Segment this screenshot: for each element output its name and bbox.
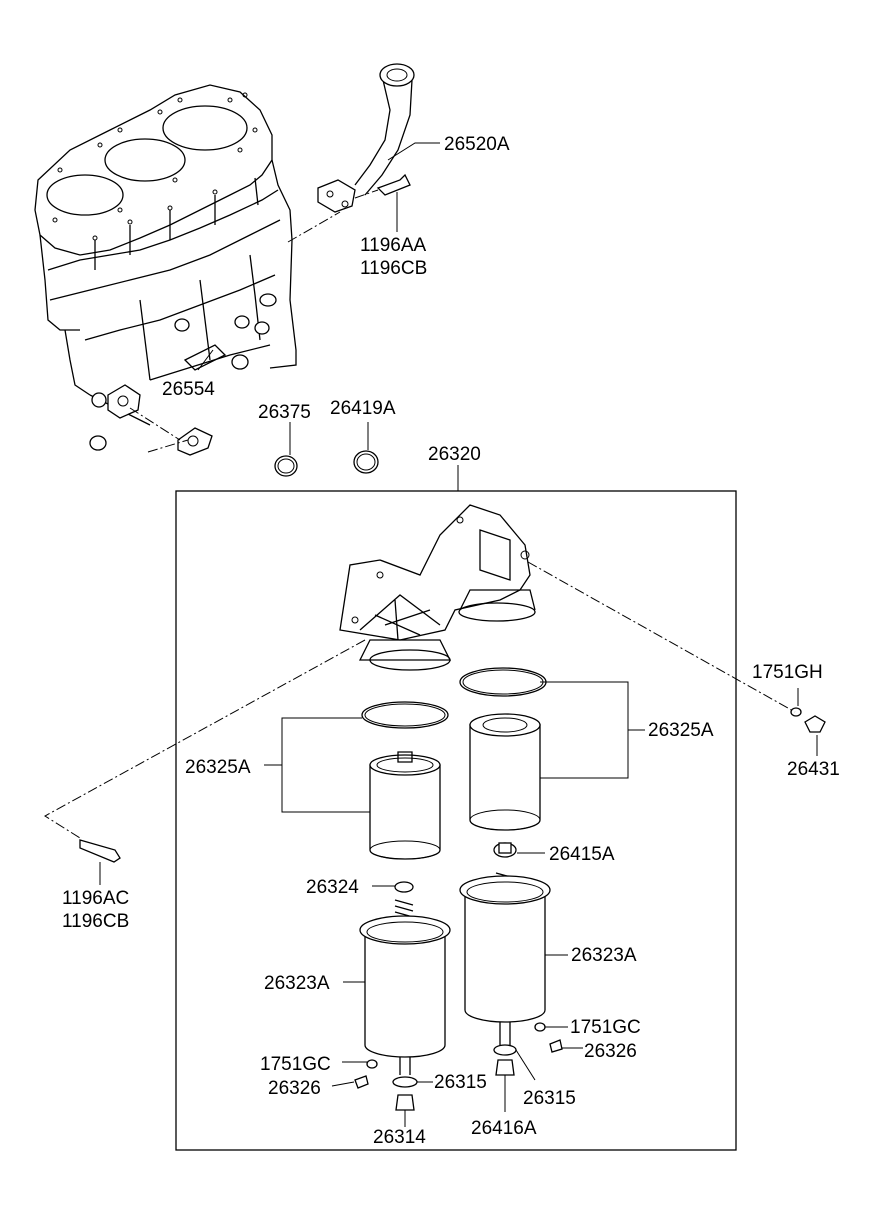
engine-block-illustration bbox=[34, 84, 297, 456]
label-26323A-left: 26323A bbox=[264, 973, 330, 994]
label-26419A: 26419A bbox=[330, 398, 396, 419]
label-1751GH: 1751GH bbox=[752, 662, 823, 683]
label-26326-right: 26326 bbox=[584, 1041, 637, 1062]
center-lines bbox=[44, 561, 796, 839]
label-26325A-right: 26325A bbox=[648, 720, 714, 741]
label-26326-left: 26326 bbox=[268, 1078, 321, 1099]
label-1196AA: 1196AA bbox=[360, 235, 427, 256]
filter-elements-illustration bbox=[369, 713, 541, 860]
label-26415A: 26415A bbox=[549, 844, 615, 865]
label-26315-left: 26315 bbox=[434, 1072, 487, 1093]
label-26375: 26375 bbox=[258, 402, 311, 423]
label-1751GC-right: 1751GC bbox=[570, 1017, 641, 1038]
label-26324: 26324 bbox=[306, 877, 359, 898]
label-26314: 26314 bbox=[373, 1127, 426, 1148]
label-26323A-right: 26323A bbox=[571, 945, 637, 966]
leader-lines bbox=[99, 142, 818, 1127]
label-1196AC: 1196AC bbox=[62, 888, 129, 909]
label-26520A: 26520A bbox=[444, 134, 510, 155]
filter-housings-illustration bbox=[359, 875, 551, 1111]
o-rings-illustration bbox=[274, 450, 379, 477]
small-fittings-illustration bbox=[79, 707, 826, 1089]
label-26431: 26431 bbox=[787, 759, 840, 780]
label-26315-right: 26315 bbox=[523, 1088, 576, 1109]
label-26554: 26554 bbox=[162, 379, 215, 400]
filter-head-illustration bbox=[339, 504, 536, 671]
label-1751GC-left: 1751GC bbox=[260, 1054, 331, 1075]
label-26325A-left: 26325A bbox=[185, 757, 251, 778]
oil-pipe-illustration bbox=[287, 63, 415, 243]
assembly-frame bbox=[175, 490, 737, 1151]
label-1196CB-bottom: 1196CB bbox=[62, 911, 129, 932]
label-26320: 26320 bbox=[428, 444, 481, 465]
label-26416A: 26416A bbox=[471, 1118, 537, 1139]
label-1196CB-top: 1196CB bbox=[360, 258, 427, 279]
